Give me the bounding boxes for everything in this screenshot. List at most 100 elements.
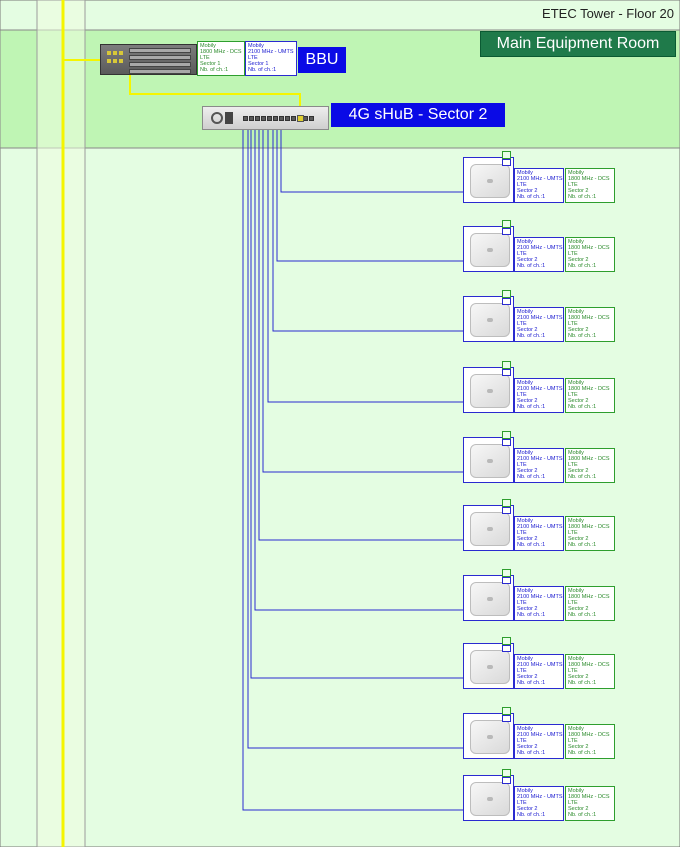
band-line: Mobily [517,309,533,315]
band-line: Sector 2 [568,327,589,333]
floor-title: ETEC Tower - Floor 20 [542,6,674,21]
band-line: 2100 MHz - UMTS [517,456,563,462]
band-line: Sector 2 [517,674,538,680]
band-line: LTE [517,600,527,606]
band-line: Sector 2 [517,806,538,812]
band-line: Nb. of ch.:1 [568,750,597,756]
cable-to-ap-6 [258,128,463,541]
band-line: LTE [568,668,578,674]
room-label: Main Equipment Room [480,31,676,57]
band-line: LTE [517,668,527,674]
band-line: LTE [568,392,578,398]
band-line: Sector 2 [568,468,589,474]
band-line: 2100 MHz - UMTS [517,524,563,530]
band-line: Sector 2 [517,188,538,194]
band-line: Mobily [568,788,584,794]
band-line: Sector 1 [248,61,269,67]
bbu-port [113,51,117,55]
band-line: Mobily [568,656,584,662]
cable-to-ap-7 [254,128,463,611]
band-line: Sector 2 [568,606,589,612]
band-line: Sector 2 [568,806,589,812]
band-line: LTE [517,800,527,806]
bbu-device-image [100,44,197,75]
band-line: Mobily [568,518,584,524]
band-line: Mobily [517,656,533,662]
cable-to-ap-5 [262,128,463,473]
access-point-badge [502,431,511,439]
band-line: Nb. of ch.:1 [517,194,546,200]
band-line: Mobily [517,726,533,732]
band-line: Nb. of ch.:1 [568,680,597,686]
band-line: 1800 MHz - DCS [568,315,610,321]
band-line: Nb. of ch.:1 [568,333,597,339]
access-point-badge [502,707,511,715]
band-line: Sector 2 [568,398,589,404]
band-line: Nb. of ch.:1 [568,812,597,818]
band-line: Mobily [517,239,533,245]
access-point-badge [502,777,511,784]
access-point-device-icon [470,512,510,546]
shub-port [309,116,314,121]
band-line: Mobily [568,450,584,456]
band-line: Nb. of ch.:1 [568,194,597,200]
bbu-port [119,59,123,63]
access-point-badge [502,220,511,228]
band-line: LTE [517,530,527,536]
access-point-badge [502,439,511,446]
band-line: Sector 2 [517,606,538,612]
band-line: LTE [517,251,527,257]
band-line: Sector 2 [568,674,589,680]
band-line: Mobily [200,43,216,49]
shub-port [261,116,266,121]
band-line: 2100 MHz - UMTS [517,594,563,600]
band-line: Mobily [568,309,584,315]
band-line: 2100 MHz - UMTS [517,662,563,668]
access-point-badge [502,369,511,376]
access-point-led [487,527,493,531]
band-line: Mobily [568,588,584,594]
cable-to-ap-4 [267,128,463,403]
band-line: 2100 MHz - UMTS [517,315,563,321]
band-line: LTE [517,392,527,398]
access-point-badge [502,645,511,652]
bbu-port [107,59,111,63]
shub-fan-icon [211,112,223,124]
access-point-device-icon [470,650,510,684]
band-line: LTE [248,55,258,61]
shub-port [267,116,272,121]
band-line: 2100 MHz - UMTS [517,245,563,251]
access-point-badge [502,361,511,369]
access-point-3 [463,296,514,342]
band-line: Nb. of ch.:1 [568,474,597,480]
band-line: 2100 MHz - UMTS [517,386,563,392]
band-line: Mobily [568,239,584,245]
access-point-9 [463,713,514,759]
band-line: 2100 MHz - UMTS [517,794,563,800]
access-point-badge [502,715,511,722]
bbu-card-slot [129,48,191,53]
cable-to-ap-2 [276,128,463,262]
access-point-7 [463,575,514,621]
bbu-port [107,51,111,55]
band-line: Mobily [568,380,584,386]
band-line: 1800 MHz - DCS [568,594,610,600]
access-point-led [487,665,493,669]
bbu-card-slot [129,69,191,74]
cable-to-ap-10 [242,128,463,811]
access-point-led [487,179,493,183]
band-line: Mobily [517,380,533,386]
